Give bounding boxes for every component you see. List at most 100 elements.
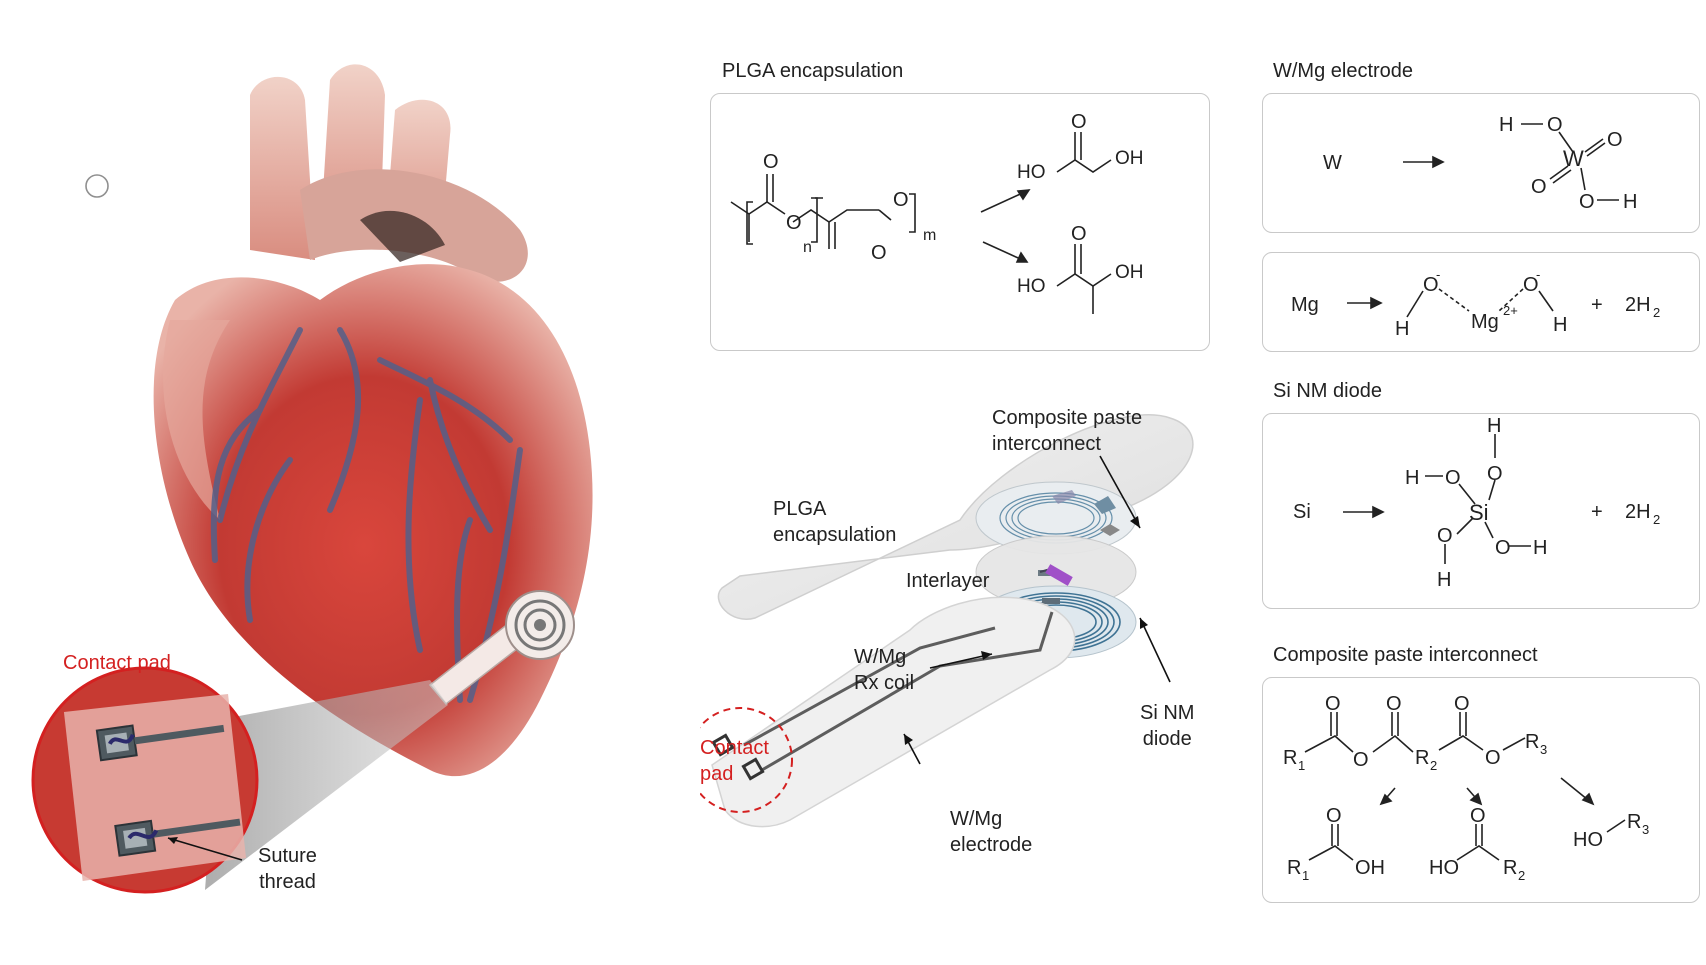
electrode-label: W/Mg electrode — [950, 806, 1032, 858]
svg-text:2H: 2H — [1625, 294, 1651, 316]
svg-text:H: H — [1395, 318, 1409, 340]
svg-text:-: - — [1536, 267, 1540, 282]
svg-text:3: 3 — [1540, 742, 1547, 757]
svg-text:H: H — [1553, 314, 1567, 336]
svg-text:O: O — [786, 212, 802, 234]
si-panel-title: Si NM diode — [1273, 380, 1382, 402]
wmg-w-panel: W H O W O O O H — [1262, 93, 1700, 233]
svg-text:O: O — [1470, 805, 1486, 827]
plga-panel: O O n O O m O HO OH O HO OH — [710, 93, 1210, 351]
suture-label-line1: Suture — [258, 845, 317, 867]
silicon-reaction: Si H O H O Si O H O H + 2H 2 — [1293, 415, 1660, 591]
svg-text:R: R — [1283, 747, 1297, 769]
paste-panel-title: Composite paste interconnect — [1273, 644, 1538, 666]
svg-text:O: O — [1579, 191, 1595, 213]
heart-illustration: Contact pad Suture thread — [0, 0, 690, 960]
tungsten-reaction: W H O W O O O H — [1323, 114, 1637, 213]
contact-label-line1: Contact — [700, 737, 769, 759]
svg-text:W: W — [1323, 152, 1342, 174]
svg-text:O: O — [871, 242, 887, 264]
contact-label-line2: pad — [700, 763, 734, 785]
plga-label-line2: encapsulation — [773, 524, 897, 546]
interlayer-label: Interlayer — [906, 570, 990, 592]
svg-text:Si: Si — [1469, 500, 1489, 525]
svg-text:OH: OH — [1355, 857, 1385, 879]
composite-label-line1: Composite paste — [992, 407, 1143, 429]
device-exploded-view: Composite paste interconnect PLGA encaps… — [687, 400, 1240, 900]
electrode-label-line1: W/Mg — [950, 808, 1003, 830]
svg-text:R: R — [1627, 811, 1641, 833]
heart-graphic — [31, 64, 593, 894]
svg-text:1: 1 — [1302, 868, 1309, 883]
svg-text:O: O — [1487, 463, 1503, 485]
coil-label-line2: Rx coil — [854, 672, 915, 694]
svg-text:OH: OH — [1115, 148, 1144, 169]
si-label-line2: diode — [1142, 728, 1192, 750]
si-panel: Si H O H O Si O H O H + 2H 2 — [1262, 413, 1700, 609]
wmg-panel-title: W/Mg electrode — [1273, 60, 1414, 82]
svg-text:H: H — [1533, 537, 1547, 559]
svg-text:O: O — [893, 189, 909, 211]
coil-label-line1: W/Mg — [854, 646, 907, 668]
svg-text:H: H — [1437, 569, 1451, 591]
svg-text:O: O — [1495, 537, 1511, 559]
svg-text:W: W — [1563, 146, 1584, 171]
svg-text:2+: 2+ — [1503, 303, 1518, 318]
suture-label-line2: thread — [259, 871, 316, 893]
svg-text:HO: HO — [1017, 162, 1046, 183]
svg-text:O: O — [1523, 274, 1539, 296]
plga-encapsulation-label: PLGA encapsulation — [773, 496, 896, 548]
svg-text:O: O — [763, 151, 779, 173]
device-layers-graphic — [687, 414, 1194, 828]
composite-paste-label: Composite paste interconnect — [992, 405, 1142, 457]
svg-text:HO: HO — [1573, 829, 1603, 851]
svg-text:HO: HO — [1429, 857, 1459, 879]
si-label-line1: Si NM — [1140, 702, 1195, 724]
device-contact-pad-label: Contact pad — [700, 735, 769, 787]
svg-text:R: R — [1415, 747, 1429, 769]
svg-text:3: 3 — [1642, 822, 1649, 837]
svg-text:O: O — [1071, 223, 1087, 245]
svg-text:O: O — [1547, 114, 1563, 136]
svg-text:O: O — [1353, 749, 1369, 771]
magnifier-inset — [31, 666, 259, 894]
svg-text:R: R — [1525, 731, 1539, 753]
svg-text:+: + — [1591, 501, 1603, 523]
composite-label-line2: interconnect — [992, 433, 1101, 455]
plga-structure: O O n O O m O HO OH O HO OH — [730, 111, 1144, 314]
electrode-label-line2: electrode — [950, 834, 1033, 856]
svg-text:2: 2 — [1518, 868, 1525, 883]
svg-text:O: O — [1423, 274, 1439, 296]
svg-text:Si: Si — [1293, 501, 1311, 523]
svg-text:O: O — [1485, 747, 1501, 769]
svg-text:R: R — [1287, 857, 1301, 879]
svg-text:O: O — [1531, 176, 1547, 198]
svg-text:+: + — [1591, 294, 1603, 316]
svg-text:-: - — [1436, 267, 1440, 282]
svg-text:O: O — [1445, 467, 1461, 489]
svg-text:R: R — [1503, 857, 1517, 879]
svg-text:Mg: Mg — [1471, 311, 1499, 333]
svg-text:H: H — [1487, 415, 1501, 437]
implant-on-heart — [428, 590, 575, 706]
svg-text:H: H — [1499, 114, 1513, 136]
svg-text:O: O — [1607, 129, 1623, 151]
wmg-mg-panel: Mg H O - Mg 2+ O - H + 2H 2 — [1262, 252, 1700, 352]
svg-text:n: n — [803, 239, 812, 256]
suture-thread-label: Suture thread — [258, 843, 317, 895]
rx-coil-label: W/Mg Rx coil — [854, 644, 914, 696]
svg-text:O: O — [1326, 805, 1342, 827]
contact-pad-label: Contact pad — [63, 652, 171, 674]
svg-text:O: O — [1325, 693, 1341, 715]
plga-panel-title: PLGA encapsulation — [722, 60, 904, 82]
svg-text:OH: OH — [1115, 262, 1144, 283]
svg-text:2H: 2H — [1625, 501, 1651, 523]
svg-text:2: 2 — [1653, 305, 1660, 320]
radio-circle — [85, 174, 109, 198]
plga-label-line1: PLGA — [773, 498, 827, 520]
svg-text:O: O — [1386, 693, 1402, 715]
svg-text:2: 2 — [1653, 512, 1660, 527]
svg-text:HO: HO — [1017, 276, 1046, 297]
svg-text:O: O — [1071, 111, 1087, 133]
